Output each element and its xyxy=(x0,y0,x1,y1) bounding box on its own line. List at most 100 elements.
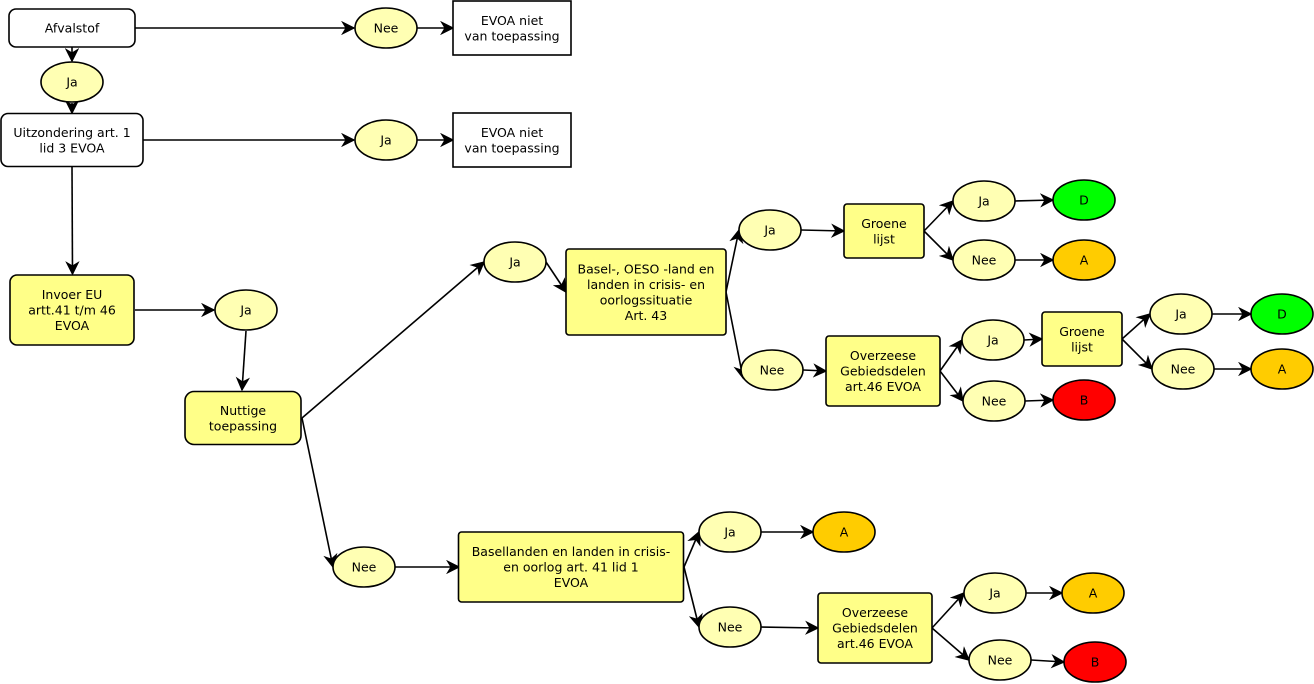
node-label: Nee xyxy=(352,560,377,575)
node-label: lid 3 EVOA xyxy=(39,140,105,155)
decision-ellipse xyxy=(1151,348,1215,390)
decision-ellipse xyxy=(1250,293,1314,335)
node-label: Nee xyxy=(374,21,399,36)
node-label: EVOA xyxy=(55,318,90,333)
decision-ellipse xyxy=(952,180,1016,222)
node-label: Uitzondering art. 1 xyxy=(13,125,130,140)
node-label: Overzeese xyxy=(850,348,917,363)
node-d-2: D xyxy=(1250,293,1314,335)
decision-ellipse xyxy=(332,546,396,588)
connector-arrow-19 xyxy=(802,363,828,378)
process-box xyxy=(1041,311,1123,367)
decision-ellipse xyxy=(1149,293,1213,335)
process-box xyxy=(457,531,685,603)
node-label: Groene xyxy=(861,216,907,231)
connector-arrow-37 xyxy=(1030,654,1066,669)
node-label: EVOA niet xyxy=(481,125,543,140)
node-label: landen in crisis- en xyxy=(587,277,705,292)
decision-ellipse xyxy=(968,639,1032,681)
decision-ellipse xyxy=(354,119,418,161)
node-label: Nee xyxy=(972,253,997,268)
decision-ellipse xyxy=(40,61,104,103)
process-box xyxy=(184,390,302,446)
decision-ellipse xyxy=(698,606,762,648)
process-box xyxy=(452,112,572,168)
connector-arrow-34 xyxy=(931,591,965,629)
process-box xyxy=(0,112,144,168)
connector-arrow-27 xyxy=(1024,393,1055,408)
node-label: oorlogssituatie xyxy=(600,292,693,307)
node-label: A xyxy=(1089,586,1098,601)
decision-ellipse xyxy=(1052,179,1116,221)
node-b-1: B xyxy=(1052,379,1116,421)
node-ja-g1: Ja xyxy=(952,180,1016,222)
node-label: Ja xyxy=(379,133,391,148)
node-nee-g1: Nee xyxy=(952,239,1016,281)
connector-arrow-22 xyxy=(1121,313,1152,340)
node-label: A xyxy=(1278,362,1287,377)
node-label: Ja xyxy=(988,586,1000,601)
node-nee-o2: Nee xyxy=(968,639,1032,681)
connectors xyxy=(64,20,1253,669)
connector-arrow-20 xyxy=(939,338,963,372)
node-label: Nee xyxy=(760,363,785,378)
node-label: Art. 43 xyxy=(625,308,667,323)
node-label: Ja xyxy=(763,223,775,238)
node-label: Ja xyxy=(723,525,735,540)
node-b-2: B xyxy=(1063,641,1127,683)
node-ja-o1: Ja xyxy=(961,319,1025,361)
connector-arrow-26 xyxy=(939,370,964,403)
node-a-4: A xyxy=(1061,572,1125,614)
node-ja-nuttig: Ja xyxy=(483,241,547,283)
connector-arrow-15 xyxy=(1014,193,1055,208)
connector-arrow-21 xyxy=(1023,332,1044,347)
process-box xyxy=(825,335,941,407)
node-label: art.46 EVOA xyxy=(845,379,921,394)
node-ja-o2: Ja xyxy=(963,572,1027,614)
connector-arrow-36 xyxy=(931,627,971,661)
node-label: artt.41 t/m 46 xyxy=(28,303,116,318)
node-label: Gebiedsdelen xyxy=(832,621,918,636)
node-label: Ja xyxy=(508,255,520,270)
decision-ellipse xyxy=(963,572,1027,614)
process-box xyxy=(9,274,135,346)
node-label: EVOA xyxy=(554,575,589,590)
node-a-2: A xyxy=(1250,348,1314,390)
decision-ellipse xyxy=(812,511,876,553)
node-nee-g2: Nee xyxy=(1151,348,1215,390)
node-ja-g2: Ja xyxy=(1149,293,1213,335)
decision-ellipse xyxy=(1063,641,1127,683)
connector-arrow-9 xyxy=(235,330,251,392)
node-ja-uitz: Ja xyxy=(354,119,418,161)
connector-arrow-14 xyxy=(923,199,955,232)
connector-arrow-16 xyxy=(923,230,955,262)
node-label: Invoer EU xyxy=(42,287,103,302)
node-label: Basellanden en landen in crisis- xyxy=(472,544,671,559)
node-a-3: A xyxy=(812,511,876,553)
node-label: Ja xyxy=(1174,307,1186,322)
process-box xyxy=(843,203,925,259)
decision-ellipse xyxy=(740,349,804,391)
node-label: Nuttige xyxy=(220,403,266,418)
decision-ellipse xyxy=(1052,239,1116,281)
node-label: Basel-, OESO -land en xyxy=(578,261,715,276)
node-ja-bl: Ja xyxy=(698,511,762,553)
process-box xyxy=(452,0,572,56)
node-label: en oorlog art. 41 lid 1 xyxy=(503,560,638,575)
node-label: B xyxy=(1091,655,1100,670)
process-box xyxy=(565,248,727,336)
node-nee-bl: Nee xyxy=(698,606,762,648)
node-ja-invoer: Ja xyxy=(214,289,278,331)
node-d-1: D xyxy=(1052,179,1116,221)
node-label: lijst xyxy=(1071,339,1093,354)
node-label: toepassing xyxy=(209,418,277,433)
decision-ellipse xyxy=(214,289,278,331)
node-nee-o1: Nee xyxy=(962,380,1026,422)
node-label: A xyxy=(1080,253,1089,268)
